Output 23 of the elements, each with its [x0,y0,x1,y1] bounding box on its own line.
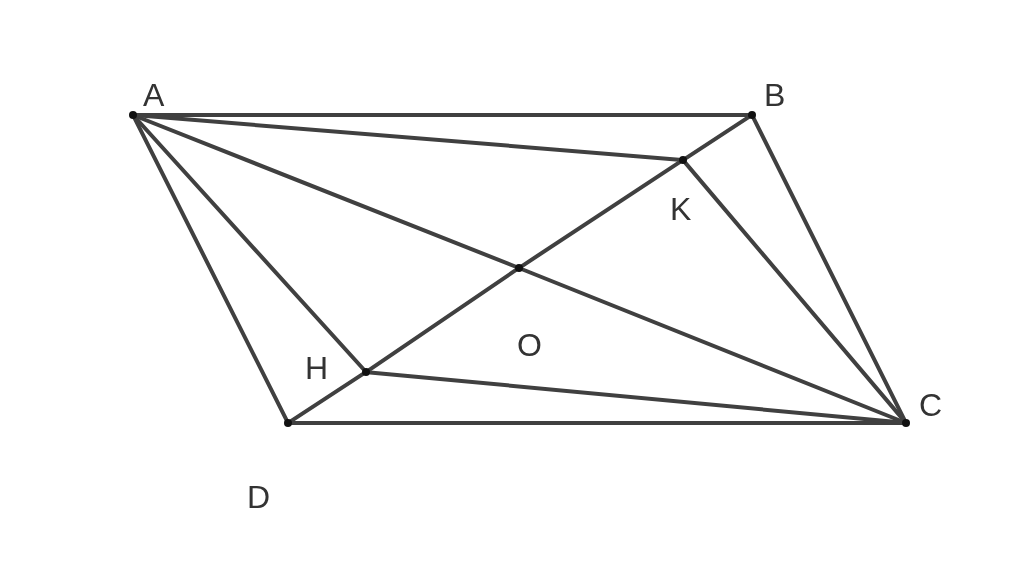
line-segment [132,116,289,422]
point-dot [902,419,910,427]
point-label: B [764,78,786,112]
line-segment [133,116,366,371]
point-label: O [517,328,542,362]
point-label: D [247,480,271,514]
line-segment [684,115,751,160]
line-segment [751,116,907,422]
line-segment [290,421,904,425]
point-label: K [670,192,692,226]
point-dot [362,368,370,376]
point-label: H [305,351,329,385]
line-segment [367,268,518,372]
point-dot [748,111,756,119]
point-label: C [919,388,943,422]
point-dot [679,156,687,164]
point-dot [284,419,292,427]
point-dot [515,264,523,272]
point-label: A [143,78,165,112]
line-segment [683,161,906,422]
line-segment [289,372,365,423]
point-dot [129,111,137,119]
line-segment [520,160,682,268]
